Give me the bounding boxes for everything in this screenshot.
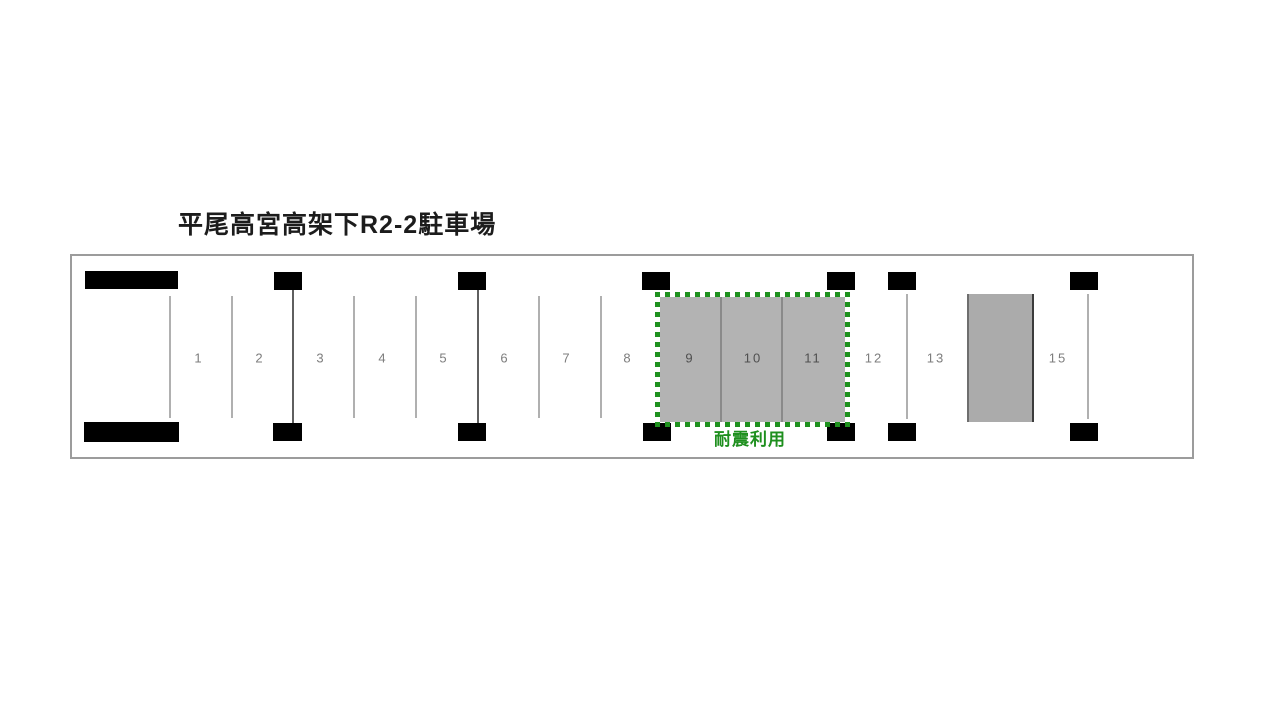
space-number-8: 8 — [623, 350, 633, 366]
pillar — [274, 272, 302, 290]
space-number-11: 11 — [804, 350, 822, 366]
space-number-9: 9 — [685, 350, 695, 366]
divider-line — [781, 297, 783, 422]
pillar — [458, 423, 486, 441]
divider-line — [720, 297, 722, 422]
divider-line — [353, 296, 355, 418]
entrance-bar-bottom — [84, 422, 179, 442]
space-number-1: 1 — [194, 350, 204, 366]
divider-line — [415, 296, 417, 418]
divider-line — [169, 296, 171, 418]
pillar — [888, 423, 916, 441]
seismic-zone — [655, 292, 850, 427]
pillar — [273, 423, 302, 441]
blocked-space — [967, 294, 1034, 422]
space-number-15: 15 — [1048, 350, 1068, 366]
divider-line — [906, 294, 908, 419]
space-number-3: 3 — [316, 350, 326, 366]
pillar — [888, 272, 916, 290]
pillar — [642, 272, 670, 290]
divider-line — [600, 296, 602, 418]
space-number-6: 6 — [500, 350, 510, 366]
seismic-zone-label: 耐震利用 — [714, 430, 786, 449]
divider-line — [292, 290, 294, 423]
pillar — [1070, 423, 1098, 441]
space-number-7: 7 — [562, 350, 572, 366]
pillar — [827, 423, 855, 441]
divider-line — [538, 296, 540, 418]
space-number-2: 2 — [255, 350, 265, 366]
divider-line — [231, 296, 233, 418]
lot-title: 平尾高宮高架下R2-2駐車場 — [178, 211, 497, 239]
pillar — [827, 272, 855, 290]
divider-line — [477, 290, 479, 423]
pillar — [643, 423, 671, 441]
pillar — [458, 272, 486, 290]
space-number-5: 5 — [439, 350, 449, 366]
space-number-10: 10 — [743, 350, 763, 366]
pillar — [1070, 272, 1098, 290]
space-number-12: 12 — [864, 350, 884, 366]
entrance-bar-top — [85, 271, 178, 289]
space-number-13: 13 — [926, 350, 946, 366]
divider-line — [1087, 294, 1089, 419]
space-number-4: 4 — [378, 350, 388, 366]
